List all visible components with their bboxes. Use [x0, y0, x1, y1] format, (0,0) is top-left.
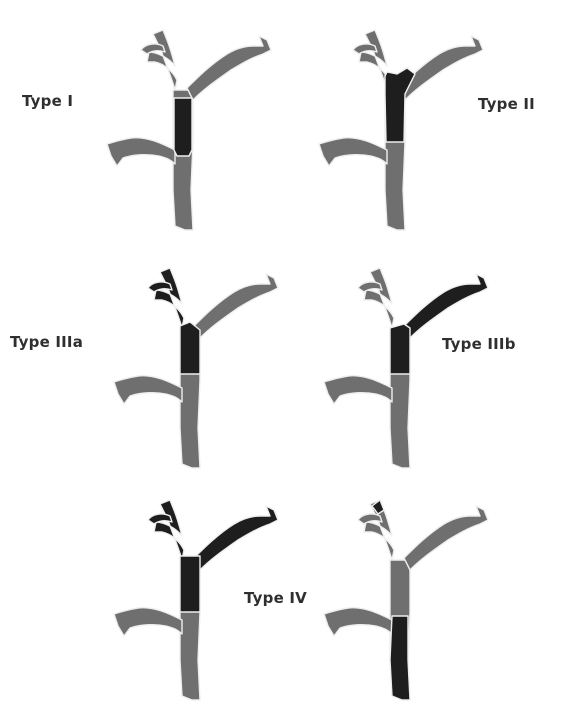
label-type-3b: Type IIIb [442, 335, 516, 353]
tumor [385, 68, 415, 142]
diagram-type-1 [107, 30, 271, 230]
diagram-type-3b [324, 268, 488, 468]
diagram-type-3a [114, 268, 278, 468]
tumor [180, 322, 200, 374]
tumor [180, 556, 200, 612]
label-type-1: Type I [22, 92, 73, 110]
right-hepatic-duct [194, 274, 278, 338]
right-hepatic-duct-tumor [404, 274, 488, 338]
left-hepatic-duct [147, 30, 177, 90]
label-type-3a: Type IIIa [10, 333, 83, 351]
lower-branch [324, 376, 392, 404]
lower-branch [324, 608, 392, 636]
left-hepatic-duct-tumor [154, 500, 184, 560]
label-type-2: Type II [478, 95, 535, 113]
tumor [174, 98, 192, 156]
right-hepatic-duct [399, 36, 483, 100]
label-type-4: Type IV [244, 589, 307, 607]
right-hepatic-duct-tumor [194, 506, 278, 570]
lower-branch [107, 138, 175, 166]
lower-branch [319, 138, 387, 166]
diagram-type-4-b [324, 500, 488, 700]
right-hepatic-duct [187, 36, 271, 100]
left-hepatic-duct [364, 268, 394, 328]
tumor-distal [390, 616, 410, 700]
right-hepatic-duct [404, 506, 488, 570]
left-hepatic-duct-tumor [154, 268, 184, 328]
lower-branch [114, 376, 182, 404]
diagram-type-2 [319, 30, 483, 230]
lower-branch [114, 608, 182, 636]
tumor [390, 324, 410, 374]
